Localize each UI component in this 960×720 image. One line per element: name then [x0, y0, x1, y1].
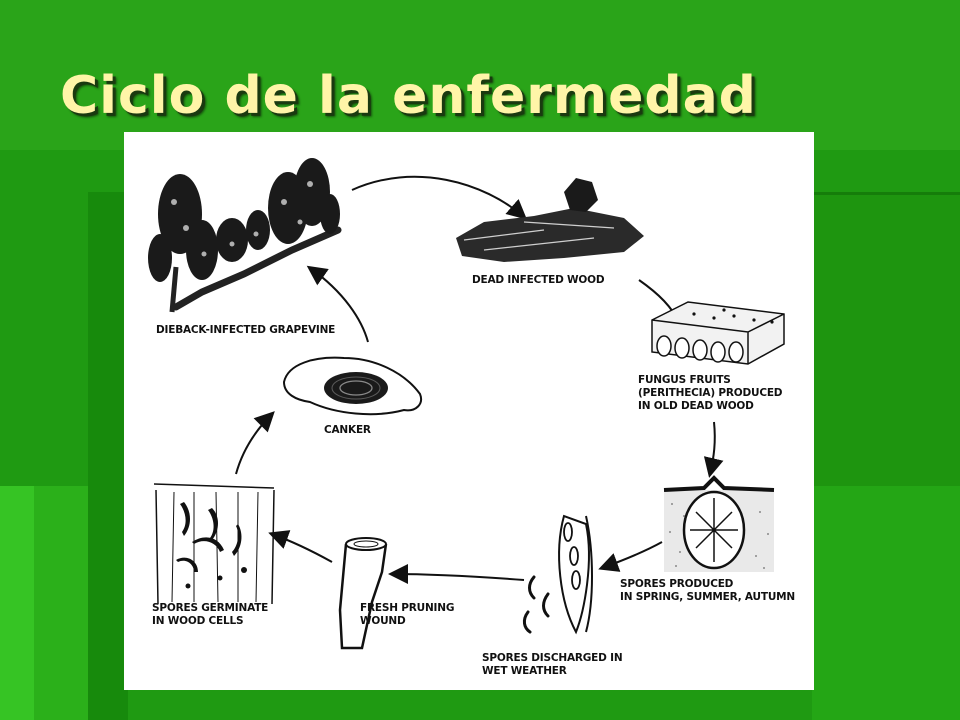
arrow-discharge-to-wound: [388, 564, 525, 585]
label-canker: CANKER: [324, 424, 371, 436]
cycle-arrows: [235, 175, 724, 585]
grapevine-illustration: [148, 158, 342, 313]
spores-discharged-illustration: [522, 514, 593, 635]
arrow-fruits-to-spores: [703, 421, 724, 478]
background-band: [0, 0, 960, 150]
background-panel-bottom-left: [34, 486, 88, 720]
background-column-left: [88, 192, 128, 720]
dead-wood-illustration: [456, 178, 644, 262]
canker-illustration: [282, 356, 422, 416]
label-dead-infected-wood: DEAD INFECTED WOOD: [472, 274, 605, 286]
pruning-wound-illustration: [338, 537, 388, 650]
label-spores-germinate: SPORES GERMINATE IN WOOD CELLS: [152, 602, 269, 627]
arrow-germinate-to-canker: [235, 411, 275, 475]
background-edge-left: [0, 486, 34, 720]
label-fresh-pruning-wound: FRESH PRUNING WOUND: [360, 602, 455, 627]
disease-cycle-diagram: DIEBACK-INFECTED GRAPEVINE DEAD INFECTED…: [124, 132, 814, 690]
slide-title: Ciclo de la enfermedad: [60, 66, 757, 126]
arrow-vine-to-deadwood: [351, 175, 528, 220]
label-spores-discharged: SPORES DISCHARGED IN WET WEATHER: [482, 652, 623, 677]
arrow-wound-to-germinate: [268, 530, 333, 563]
diagram-illustration: [148, 158, 785, 650]
label-fungus-fruits: FUNGUS FRUITS (PERITHECIA) PRODUCED IN O…: [638, 374, 783, 412]
arrow-canker-to-vine: [306, 265, 369, 343]
background-panel-bottom-right: [812, 486, 960, 720]
arrow-spores-to-discharge: [598, 541, 663, 572]
background-panel-right: [812, 192, 960, 495]
perithecium-illustration: [663, 475, 775, 572]
label-spores-produced: SPORES PRODUCED IN SPRING, SUMMER, AUTUM…: [620, 578, 795, 603]
germination-illustration: [153, 483, 275, 605]
fungus-fruits-illustration: [651, 301, 785, 365]
label-dieback-grapevine: DIEBACK-INFECTED GRAPEVINE: [156, 324, 336, 336]
